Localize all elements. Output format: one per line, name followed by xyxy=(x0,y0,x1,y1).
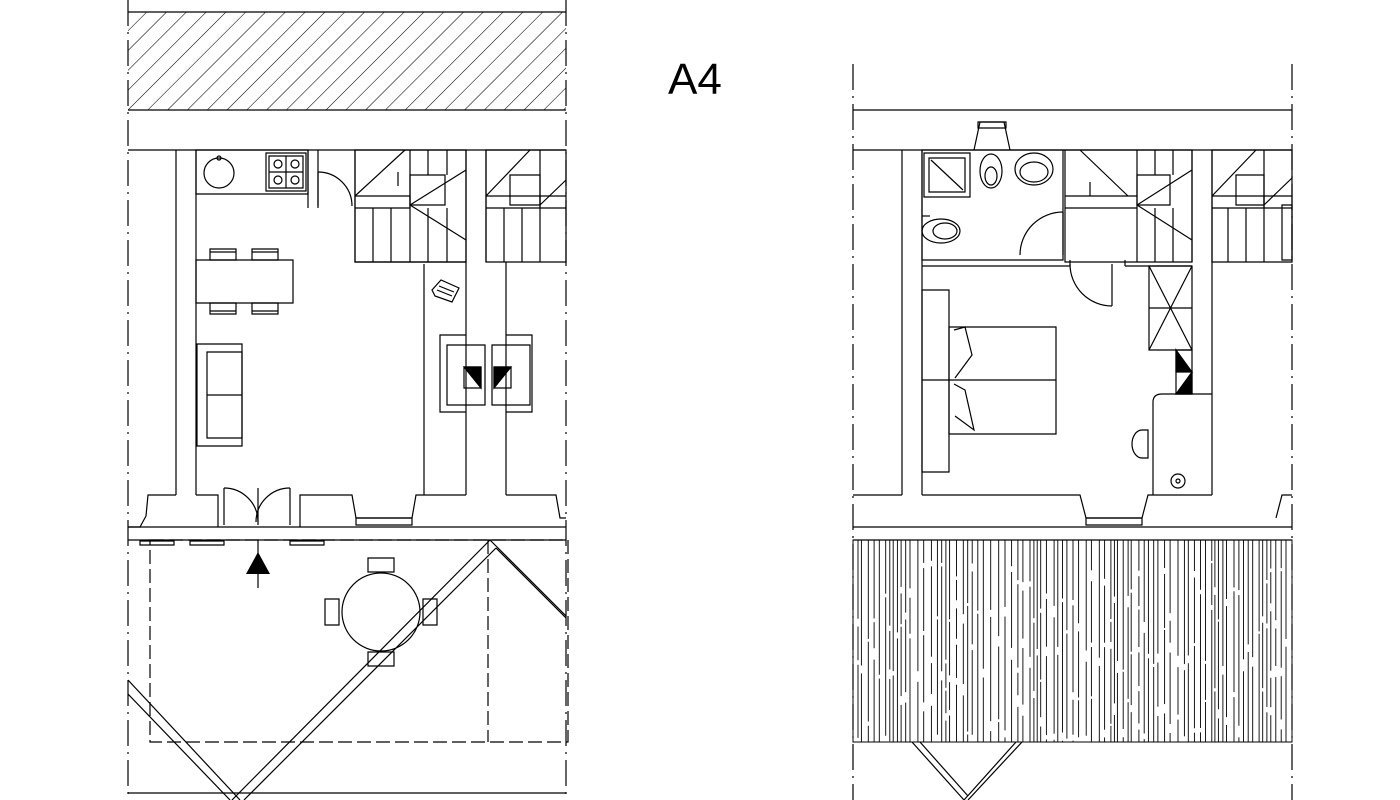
staircase-upper xyxy=(1065,150,1192,262)
facade-ground xyxy=(128,488,566,545)
ground-floor-plan xyxy=(128,0,568,800)
bathroom-door-swing xyxy=(1020,212,1063,255)
desk xyxy=(1132,394,1212,495)
staircase-ground xyxy=(355,150,466,262)
terrace-outline xyxy=(150,540,568,742)
pergola-lines-upper xyxy=(912,742,1022,800)
kitchen-counter xyxy=(196,150,308,194)
window-sill xyxy=(356,518,412,525)
cooktop xyxy=(266,153,306,191)
pergola-lines xyxy=(128,540,566,800)
heater xyxy=(432,280,459,302)
double-bed xyxy=(922,290,1056,472)
staircase-upper-neighbor xyxy=(1212,150,1292,262)
door-swing xyxy=(318,172,352,206)
dining-table xyxy=(196,249,293,314)
bathroom xyxy=(922,150,1063,260)
sink xyxy=(204,158,234,188)
hatched-area xyxy=(128,12,566,110)
upper-floor-plan xyxy=(853,64,1292,800)
wardrobe xyxy=(1149,266,1192,350)
facade-upper xyxy=(853,495,1292,540)
patio-table xyxy=(325,558,437,666)
bedroom-door-swing xyxy=(1070,264,1112,306)
staircase-neighbor xyxy=(486,150,566,262)
flue-units xyxy=(440,335,532,412)
plan-title: A4 xyxy=(668,55,722,104)
sofa xyxy=(197,344,242,446)
